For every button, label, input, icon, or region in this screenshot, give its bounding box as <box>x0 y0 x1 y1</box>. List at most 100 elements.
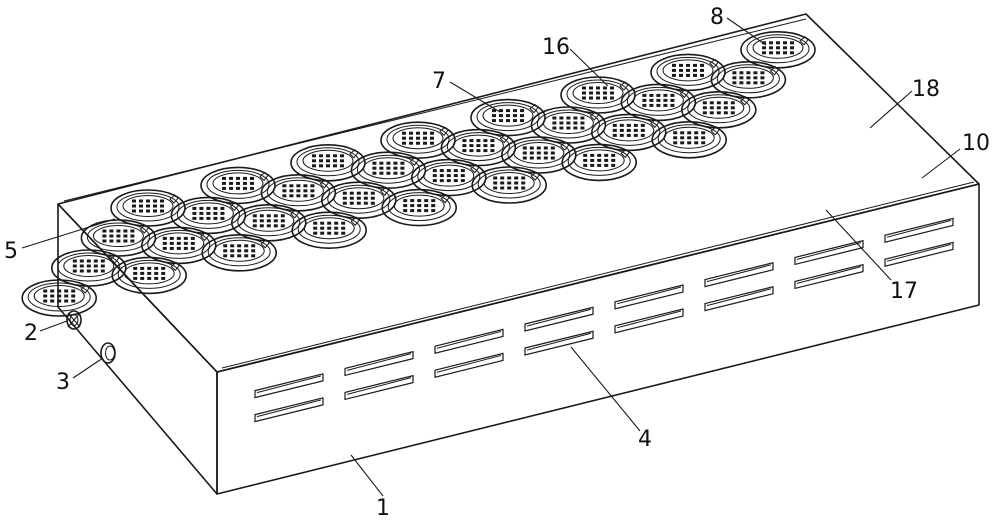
vent-slot <box>344 374 414 401</box>
mesh-hole <box>320 226 325 230</box>
mesh-hole <box>206 211 211 215</box>
mesh-hole <box>229 181 233 185</box>
mesh-hole <box>199 211 204 215</box>
mesh-hole <box>192 216 197 220</box>
mesh-hole <box>161 271 166 275</box>
mesh-hole <box>341 221 346 225</box>
mesh-hole <box>490 139 495 143</box>
mesh-hole <box>611 163 616 167</box>
mesh-hole <box>673 131 678 135</box>
leader-3 <box>72 357 104 379</box>
mesh-hole <box>154 271 159 275</box>
mesh-hole <box>222 176 226 180</box>
mesh-hole <box>363 196 368 200</box>
mesh-hole <box>403 209 408 213</box>
mesh-hole <box>762 51 766 55</box>
mesh-hole <box>583 158 588 162</box>
mesh-hole <box>400 171 405 175</box>
mesh-hole <box>192 211 197 215</box>
mesh-hole <box>379 166 384 170</box>
mesh-hole <box>446 169 451 173</box>
mesh-hole <box>222 186 226 190</box>
mesh-hole <box>670 93 675 97</box>
well <box>290 144 366 182</box>
mesh-hole <box>596 96 600 100</box>
mesh-hole <box>162 246 167 250</box>
mesh-hole <box>656 93 661 97</box>
mesh-hole <box>319 159 323 163</box>
mesh-hole <box>326 159 330 163</box>
mesh-hole <box>663 103 668 107</box>
vent-slot-inner-edge <box>256 399 322 418</box>
mesh-hole <box>430 131 434 135</box>
mesh-hole <box>462 149 467 153</box>
mesh-hole <box>379 161 384 165</box>
mesh-hole <box>147 276 152 280</box>
mesh-hole <box>596 91 600 95</box>
mesh-hole <box>700 68 704 72</box>
vent-slot-inner-edge <box>886 243 952 262</box>
mesh-hole <box>43 299 48 303</box>
mesh-hole <box>116 234 121 238</box>
mesh-hole <box>400 166 405 170</box>
well <box>440 128 517 167</box>
mesh-hole <box>507 186 512 190</box>
vent-slot-inner-edge <box>796 242 862 260</box>
mesh-hole <box>550 156 555 160</box>
mesh-hole <box>483 144 488 148</box>
mesh-hole <box>589 86 593 90</box>
leader-4 <box>570 346 641 432</box>
mesh-hole <box>223 244 228 248</box>
mesh-hole <box>693 73 697 77</box>
mesh-hole <box>93 259 98 263</box>
mesh-hole <box>130 229 135 233</box>
mesh-hole <box>370 191 375 195</box>
mesh-hole <box>57 294 62 298</box>
mesh-hole <box>686 63 690 67</box>
mesh-hole <box>672 73 676 77</box>
housing-outline <box>57 13 980 495</box>
vent-slot-inner-edge <box>346 353 412 371</box>
mesh-hole <box>590 163 595 167</box>
mesh-hole <box>762 46 766 50</box>
mesh-hole <box>410 204 415 208</box>
mesh-hole <box>43 289 48 293</box>
mesh-hole <box>460 179 465 183</box>
mesh-hole <box>739 81 744 85</box>
mesh-hole <box>86 259 91 263</box>
mesh-hole <box>723 111 728 115</box>
mesh-hole <box>513 119 517 123</box>
mesh-hole <box>462 144 467 148</box>
mesh-hole <box>50 299 55 303</box>
vent-slot-inner-edge <box>886 219 952 238</box>
mesh-hole <box>243 176 247 180</box>
mesh-hole <box>521 186 526 190</box>
mesh-hole <box>589 91 593 95</box>
mesh-hole <box>610 86 614 90</box>
mesh-hole <box>273 214 278 218</box>
well <box>740 30 816 69</box>
mesh-hole <box>146 204 150 208</box>
mesh-hole <box>716 111 721 115</box>
mesh-hole <box>507 176 512 180</box>
mesh-hole <box>589 96 593 100</box>
mesh-hole <box>687 141 692 145</box>
mesh-hole <box>259 214 264 218</box>
mesh-hole <box>296 194 301 198</box>
mesh-hole <box>50 289 55 293</box>
mesh-hole <box>79 259 84 263</box>
well <box>381 188 458 227</box>
mesh-hole <box>400 161 405 165</box>
mesh-hole <box>431 209 436 213</box>
mesh-hole <box>244 249 249 253</box>
mesh-hole <box>522 156 527 160</box>
mesh-hole <box>739 71 744 75</box>
mesh-hole <box>709 101 714 105</box>
mesh-hole <box>506 119 510 123</box>
mesh-hole <box>739 76 744 80</box>
mesh-hole <box>139 199 143 203</box>
mesh-hole <box>273 224 278 228</box>
mesh-hole <box>340 164 344 168</box>
mesh-hole <box>86 269 91 273</box>
mesh-hole <box>243 181 247 185</box>
